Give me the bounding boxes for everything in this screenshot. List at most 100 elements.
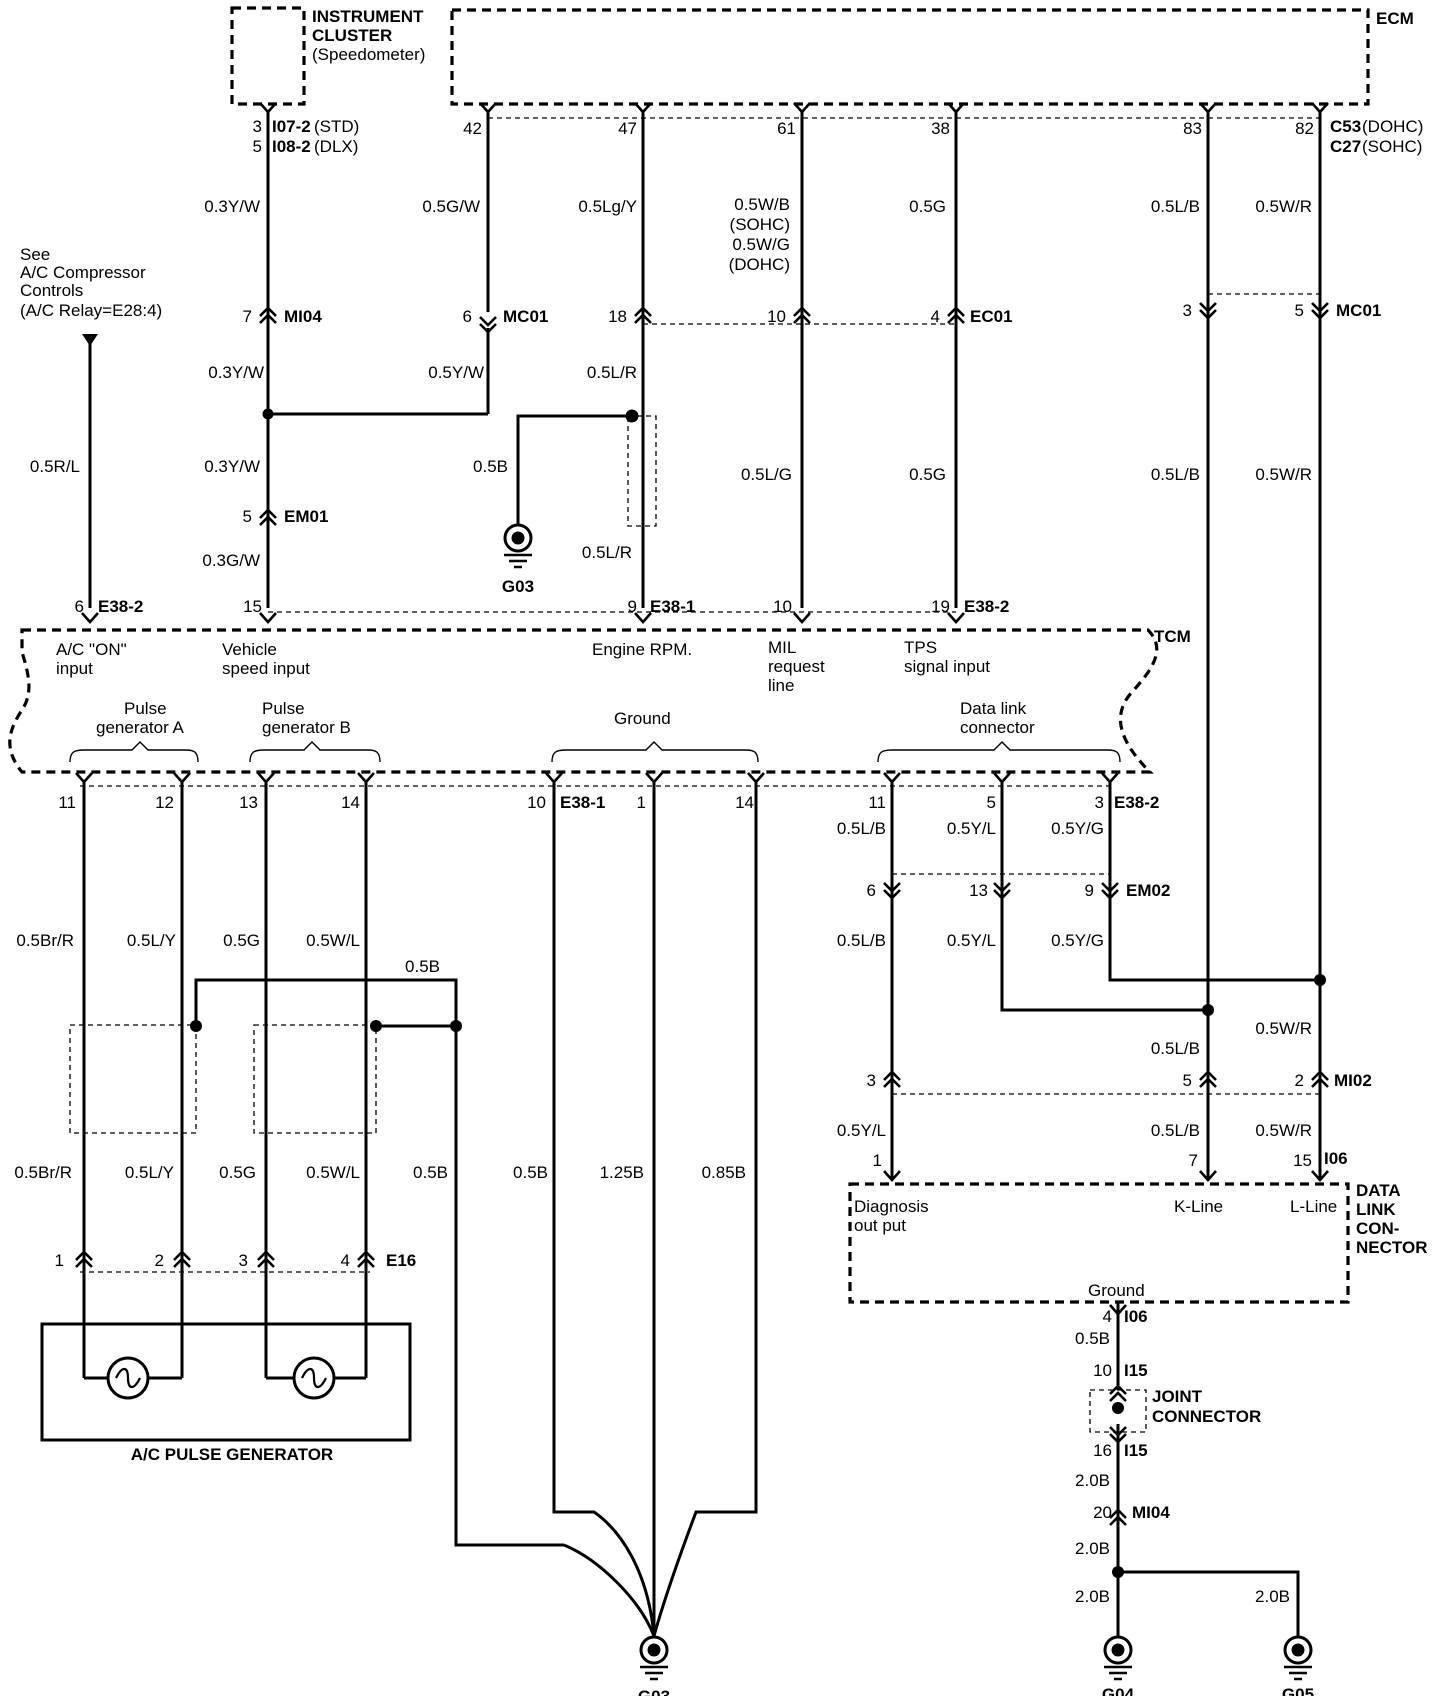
pin: 15	[243, 597, 262, 616]
tcm-dlc-1: Data link	[960, 699, 1027, 718]
dlc-label-3: CON-	[1356, 1219, 1399, 1238]
wire-label: 0.5R/L	[30, 457, 80, 476]
pin: 83	[1183, 119, 1202, 138]
wire-label: 0.5B	[473, 457, 508, 476]
instrument-cluster: INSTRUMENT CLUSTER (Speedometer)	[230, 6, 425, 106]
conn-i08-suffix: (DLX)	[314, 137, 358, 156]
wire-label: 0.5B	[513, 1163, 548, 1182]
wire-label: 0.5L/B	[1151, 1121, 1200, 1140]
wire-label: 0.3Y/W	[204, 457, 260, 476]
pin: 6	[463, 307, 472, 326]
pin: 4	[341, 1251, 350, 1270]
pin: 3	[867, 1071, 876, 1090]
wire-label: 0.5W/B	[734, 195, 790, 214]
wire-label: 0.5W/G	[732, 235, 790, 254]
conn-e38-2-b: E38-2	[964, 597, 1009, 616]
wire-label: 0.5W/R	[1255, 465, 1312, 484]
ground-g04: G04	[1102, 1635, 1135, 1696]
ecm: ECM	[450, 8, 1414, 106]
pin: 42	[463, 119, 482, 138]
wire-label: 0.5Y/L	[947, 931, 996, 950]
wire-label: 0.5W/R	[1255, 197, 1312, 216]
ac-note-line-1: See	[20, 245, 50, 264]
wire-label: 0.5Y/G	[1051, 931, 1104, 950]
wire-label: 0.85B	[702, 1163, 746, 1182]
wire-label: 0.5L/Y	[125, 1163, 174, 1182]
wire-labels: 0.3Y/W 0.5G/W 0.5Lg/Y 0.5W/B (SOHC) 0.5W…	[14, 195, 1312, 1606]
joint-connector: JOINT CONNECTOR	[1152, 1387, 1261, 1426]
joint-connector-label-2: CONNECTOR	[1152, 1407, 1261, 1426]
wire-label: (SOHC)	[730, 215, 790, 234]
instrument-cluster-label-3: (Speedometer)	[312, 45, 425, 64]
pin: 3	[1183, 301, 1192, 320]
conn-i07-suffix: (STD)	[314, 117, 359, 136]
conn-i15-b: I15	[1124, 1441, 1148, 1460]
pin: 1	[55, 1251, 64, 1270]
pin: 1	[873, 1151, 882, 1170]
g03-bottom-label: G03	[638, 1687, 670, 1696]
tcm-pga-1: Pulse	[124, 699, 167, 718]
wire-label: 0.5Y/G	[1051, 819, 1104, 838]
tcm-tps-2: signal input	[904, 657, 990, 676]
conn-c53: C53	[1330, 117, 1361, 136]
pin: 20	[1093, 1503, 1112, 1522]
wire-label: 0.5Br/R	[14, 1163, 72, 1182]
tcm-mil-3: line	[768, 676, 794, 695]
conn-i06-b: I06	[1124, 1307, 1148, 1326]
dlc-diag-2: out put	[854, 1216, 906, 1235]
wire-label: 0.5Br/R	[16, 931, 74, 950]
ac-note-line-4: (A/C Relay=E28:4)	[20, 301, 162, 320]
pin: 82	[1295, 119, 1314, 138]
tcm-vss-1: Vehicle	[222, 640, 277, 659]
connector-ids: I07-2 (STD) I08-2 (DLX) C53 (DOHC) C27 (…	[98, 117, 1423, 1522]
dlc-diag-1: Diagnosis	[854, 1197, 929, 1216]
tcm-mil-1: MIL	[768, 638, 796, 657]
tcm: TCM	[8, 627, 1191, 774]
conn-mc01-b: MC01	[1336, 301, 1381, 320]
wire-label: 0.5L/B	[837, 931, 886, 950]
wire-label: (DOHC)	[729, 255, 790, 274]
dlc-kline: K-Line	[1174, 1197, 1223, 1216]
dlc-label-2: LINK	[1356, 1200, 1396, 1219]
pin: 5	[1183, 1071, 1192, 1090]
ground-g03-mid: G03	[502, 523, 534, 596]
wire-label: 0.5B	[1075, 1329, 1110, 1348]
wire-label: 0.5G	[219, 1163, 256, 1182]
pin: 5	[1295, 301, 1304, 320]
tcm-ac-on-1: A/C "ON"	[56, 640, 127, 659]
joint-connector-label-1: JOINT	[1152, 1387, 1203, 1406]
pin: 2	[1295, 1071, 1304, 1090]
wire-label: 0.5L/Y	[127, 931, 176, 950]
conn-em01: EM01	[284, 507, 328, 526]
wire-label: 0.5Y/L	[837, 1121, 886, 1140]
wire-label: 0.5G	[223, 931, 260, 950]
g03-mid-label: G03	[502, 577, 534, 596]
wire-label: 2.0B	[1075, 1587, 1110, 1606]
dlc-pin-labels: Diagnosis out put K-Line L-Line Ground	[854, 1197, 1337, 1300]
wire-label: 0.5Y/L	[947, 819, 996, 838]
conn-c53-suffix: (DOHC)	[1362, 117, 1423, 136]
wire-label: 0.5L/B	[1151, 465, 1200, 484]
ac-note-line-2: A/C Compressor	[20, 263, 146, 282]
wire-label: 2.0B	[1075, 1539, 1110, 1558]
wire-label: 0.5B	[405, 957, 440, 976]
pin: 47	[618, 119, 637, 138]
conn-e16: E16	[386, 1251, 416, 1270]
wire-label: 0.5G	[909, 465, 946, 484]
wire-label: 0.5G	[909, 197, 946, 216]
wire-label: 0.5W/L	[306, 1163, 360, 1182]
pin: 11	[58, 793, 76, 812]
ground-g03-bottom: G03	[638, 1635, 670, 1696]
wire-label: 0.5B	[413, 1163, 448, 1182]
pin: 13	[239, 793, 258, 812]
tcm-mil-2: request	[768, 657, 825, 676]
wire-label: 0.5L/B	[837, 819, 886, 838]
tcm-tps-1: TPS	[904, 638, 937, 657]
lower-wires	[69, 782, 1326, 1637]
wire-label: 0.5L/B	[1151, 197, 1200, 216]
tcm-pga-2: generator A	[96, 718, 185, 737]
conn-mi04: MI04	[284, 307, 322, 326]
conn-e38-2-a: E38-2	[98, 597, 143, 616]
wire-label: 2.0B	[1075, 1471, 1110, 1490]
